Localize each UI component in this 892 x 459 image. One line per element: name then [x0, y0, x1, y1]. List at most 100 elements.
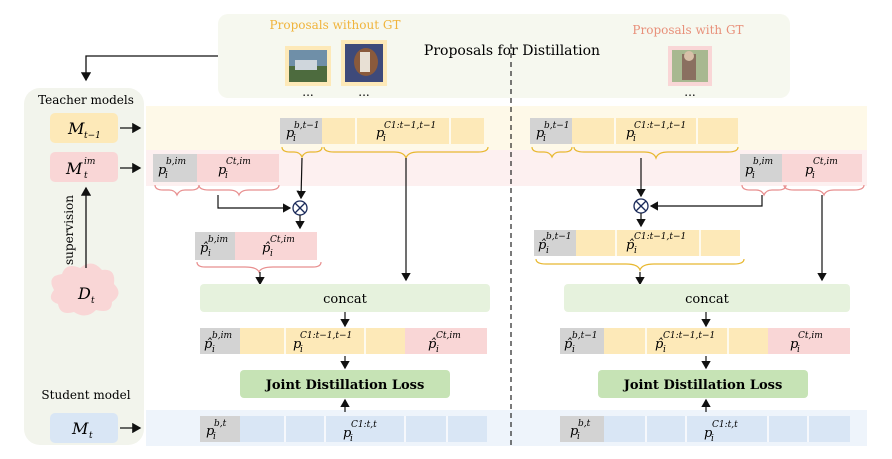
joint-loss-box-left	[240, 370, 450, 398]
math-left-cat-pc-prev: p i C1:t−1,t−1	[293, 331, 352, 355]
label-joint-loss-left: Joint Distillation Loss	[265, 378, 425, 393]
svg-text:M: M	[71, 419, 89, 438]
svg-text:b,t−1: b,t−1	[544, 121, 570, 131]
math-right-student-pc: p i C1:t,t	[704, 420, 738, 444]
cell-right-pb-prev	[530, 118, 572, 144]
svg-text:i: i	[633, 134, 636, 144]
svg-text:i: i	[752, 171, 755, 181]
svg-text:i: i	[225, 171, 228, 181]
svg-text:p: p	[343, 426, 352, 441]
math-right-pb-im: p i b,im	[745, 157, 773, 181]
svg-text:b,t−1: b,t−1	[572, 331, 598, 341]
dataset-cloud	[50, 263, 119, 316]
svg-text:t: t	[84, 171, 88, 181]
svg-text:C1:t,t: C1:t,t	[712, 420, 738, 430]
svg-text:p: p	[536, 126, 545, 141]
math-right-student-pb: p i b,t	[570, 419, 591, 442]
proposal-thumbnail-2	[341, 40, 387, 86]
svg-text:p̂: p̂	[428, 337, 437, 352]
teacher-im-box	[50, 152, 118, 182]
svg-text:i: i	[812, 171, 815, 181]
math-right-pc-im: p i Ct,im	[805, 157, 838, 181]
math-left-cat-pc-im: p̂ i Ct,im	[428, 331, 461, 355]
cell-left-pc-im	[197, 154, 279, 182]
cell-left-pb-im	[153, 154, 197, 182]
math-right-cat-pc-im: p i Ct,im	[790, 331, 823, 355]
cell-left-student-pc	[240, 416, 487, 442]
concat-box-right	[564, 284, 850, 312]
svg-text:p̂: p̂	[200, 241, 209, 256]
svg-text:p: p	[626, 126, 635, 141]
svg-text:i: i	[208, 249, 211, 259]
svg-text:p: p	[158, 163, 167, 178]
svg-text:p: p	[790, 337, 799, 352]
math-student: M t	[71, 419, 93, 441]
svg-text:b,im: b,im	[753, 157, 773, 167]
svg-text:b,t−1: b,t−1	[546, 232, 572, 242]
svg-text:C1:t−1,t−1: C1:t−1,t−1	[300, 331, 352, 341]
svg-text:i: i	[546, 246, 549, 256]
ellipsis-2: ...	[358, 85, 369, 99]
svg-text:M: M	[65, 159, 83, 178]
math-teacher-prev: M t−1	[67, 119, 101, 141]
svg-text:b,im: b,im	[166, 157, 186, 167]
cell-right-cat-pc-prev	[604, 328, 768, 354]
svg-text:p: p	[704, 426, 713, 441]
svg-text:C1:t−1,t−1: C1:t−1,t−1	[663, 331, 715, 341]
svg-text:i: i	[543, 134, 546, 144]
svg-text:p̂: p̂	[626, 238, 635, 253]
label-proposals-for-distillation: Proposals for Distillation	[424, 43, 600, 59]
svg-text:p̂: p̂	[655, 337, 664, 352]
svg-text:b,im: b,im	[212, 331, 232, 341]
math-right-pc-prev: p i C1:t−1,t−1	[626, 121, 686, 144]
svg-text:p: p	[218, 163, 227, 178]
math-left-cat-pb-im: p̂ i b,im	[204, 331, 232, 355]
math-left-student-pb: p i b,t	[206, 419, 227, 442]
svg-text:t: t	[91, 296, 95, 306]
svg-text:p̂: p̂	[262, 241, 271, 256]
math-right-pb-prev: p i b,t−1	[536, 121, 570, 144]
svg-text:p̂: p̂	[204, 337, 213, 352]
svg-text:t−1: t−1	[84, 131, 101, 141]
svg-text:b,t: b,t	[214, 419, 227, 429]
svg-text:i: i	[350, 434, 353, 444]
cell-left-hat-pc-im	[235, 232, 317, 260]
proposals-arrow	[80, 55, 218, 82]
svg-text:C1:t,t: C1:t,t	[351, 420, 377, 430]
math-left-pc-prev: p i C1:t−1,t−1	[376, 121, 436, 144]
label-joint-loss-right: Joint Distillation Loss	[623, 378, 783, 393]
cell-left-cat-pc-im	[405, 328, 487, 354]
svg-text:i: i	[165, 171, 168, 181]
label-proposals-with-gt: Proposals with GT	[632, 23, 743, 37]
math-right-hat-pc-prev: p̂ i C1:t−1,t−1	[626, 232, 686, 256]
math-left-pb-prev: p i b,t−1	[286, 121, 320, 144]
svg-text:b,im: b,im	[208, 235, 228, 245]
svg-text:i: i	[212, 345, 215, 355]
math-right-hat-pb-prev: p̂ i b,t−1	[538, 232, 572, 256]
cell-right-pb-im	[740, 154, 782, 182]
teacher-prev-band	[146, 106, 867, 150]
proposal-thumbnail-1	[285, 46, 331, 86]
svg-text:i: i	[572, 345, 575, 355]
svg-text:Ct,im: Ct,im	[813, 157, 838, 167]
math-right-cat-pb-prev: p̂ i b,t−1	[564, 331, 598, 355]
cell-left-cat-pc-prev	[240, 328, 405, 354]
svg-text:C1:t−1,t−1: C1:t−1,t−1	[634, 121, 686, 131]
svg-text:i: i	[383, 134, 386, 144]
cell-right-hat-pc-prev	[576, 230, 740, 256]
svg-text:p: p	[376, 126, 385, 141]
svg-text:i: i	[797, 345, 800, 355]
svg-text:Ct,im: Ct,im	[798, 331, 823, 341]
svg-text:p: p	[206, 424, 215, 439]
joint-loss-box-right	[598, 370, 808, 398]
ellipsis-1: ...	[302, 85, 313, 99]
svg-text:p: p	[286, 126, 295, 141]
student-box	[50, 413, 118, 443]
svg-text:p: p	[293, 337, 302, 352]
label-concat-right: concat	[685, 292, 730, 307]
teacher-prev-box	[50, 113, 118, 143]
cell-right-cat-pc-im	[768, 328, 850, 354]
math-left-hat-pc-im: p̂ i Ct,im	[262, 235, 295, 259]
label-proposals-without-gt: Proposals without GT	[270, 18, 401, 32]
math-right-cat-pc-prev: p̂ i C1:t−1,t−1	[655, 331, 715, 355]
